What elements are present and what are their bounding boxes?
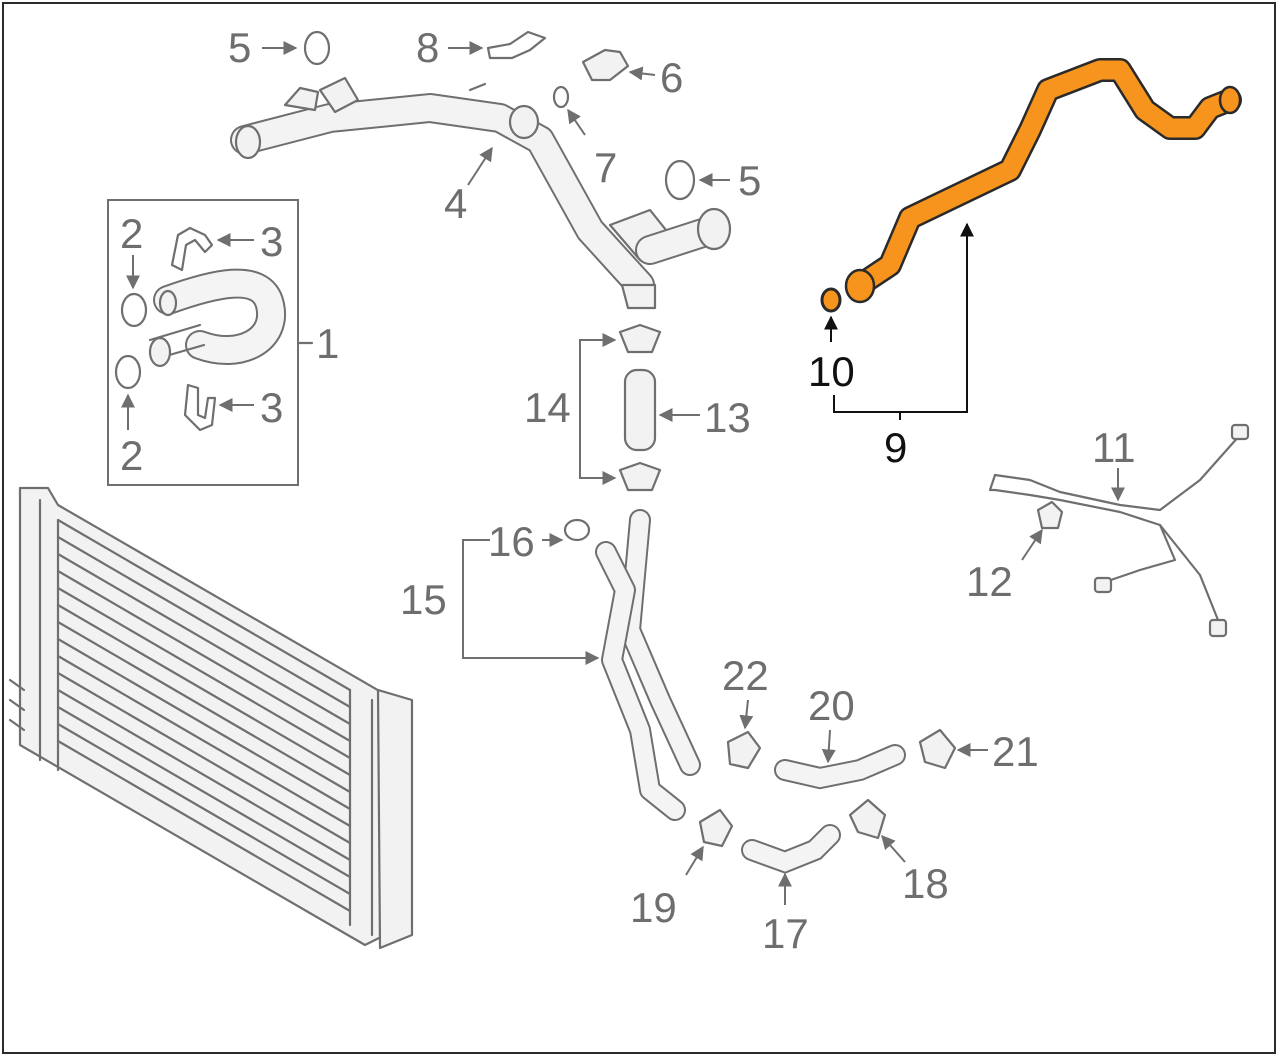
- coolant-pipe-upper: [230, 76, 732, 310]
- callout-21: 11: [1092, 424, 1136, 471]
- callout-11: 13: [704, 394, 751, 441]
- callout-10: 10: [808, 348, 855, 395]
- callout-2a: 2: [120, 210, 143, 257]
- radiator-fin: [56, 739, 352, 913]
- lower-hoses: [698, 728, 957, 874]
- radiator-fin: [56, 552, 352, 726]
- callout-5b: 5: [738, 157, 761, 204]
- radiator-fin: [56, 569, 352, 743]
- highlighted-hose-9: [820, 58, 1242, 313]
- callout-7: 7: [594, 144, 617, 191]
- callout-15: 17: [762, 910, 809, 957]
- radiator-fin: [56, 637, 352, 811]
- radiator-fin: [56, 603, 352, 777]
- callout-5a: 5: [228, 24, 251, 71]
- coolant-pipe-lower: [563, 509, 701, 821]
- callout-12: 14: [524, 384, 571, 431]
- radiator-fin: [56, 654, 352, 828]
- callout-22: 12: [966, 558, 1013, 605]
- radiator-fin: [56, 705, 352, 879]
- small-top-parts: [303, 30, 696, 201]
- callout-20: 22: [722, 652, 769, 699]
- radiator-fin: [56, 688, 352, 862]
- callout-19: 21: [992, 728, 1039, 775]
- radiator-fin: [56, 586, 352, 760]
- callout-9: 9: [884, 424, 907, 471]
- callout-2b: 2: [120, 432, 143, 479]
- callout-14: 16: [488, 518, 535, 565]
- leader-lines: [121, 41, 1125, 905]
- radiator-fin: [56, 671, 352, 845]
- radiator-fin: [56, 518, 352, 692]
- callout-18: 20: [808, 682, 855, 729]
- radiator-fin: [56, 620, 352, 794]
- callout-4: 4: [444, 180, 467, 227]
- callout-8: 8: [416, 24, 439, 71]
- callout-labels: 5 8 6 7 5 4 2 3 1 3 2 14 13 16 15 22 20 …: [120, 24, 1136, 957]
- wiring-harness: [988, 423, 1250, 638]
- hose-kit-box: [107, 199, 314, 486]
- callout-16: 18: [902, 860, 949, 907]
- short-hose-assembly: [618, 323, 662, 492]
- callout-1: 1: [316, 320, 339, 367]
- callout-17: 19: [630, 884, 677, 931]
- radiator-fin: [56, 535, 352, 709]
- radiator: [8, 486, 414, 950]
- callout-3b: 3: [260, 384, 283, 431]
- callout-13: 15: [400, 576, 447, 623]
- callout-3a: 3: [260, 218, 283, 265]
- callout-6: 6: [660, 54, 683, 101]
- radiator-fin: [56, 722, 352, 896]
